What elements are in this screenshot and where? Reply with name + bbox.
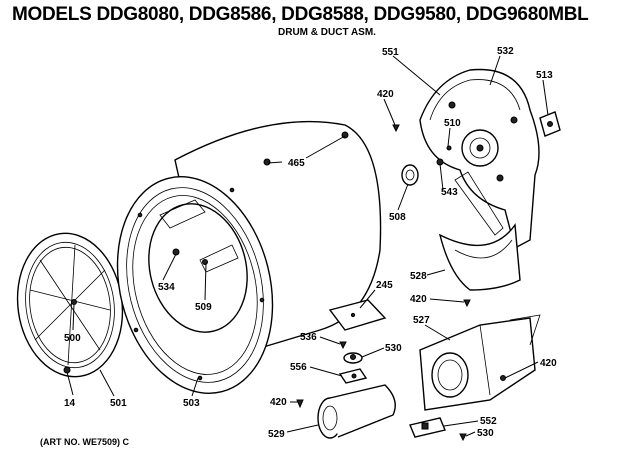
art-number: (ART NO. WE7509) C (40, 437, 130, 447)
label-509: 509 (195, 302, 212, 313)
label-528: 528 (410, 271, 427, 282)
label-245: 245 (376, 280, 393, 291)
label-503: 503 (183, 398, 200, 409)
label-465: 465 (288, 158, 305, 169)
part-552-flame-sensor (409, 417, 446, 438)
screw-420-low (296, 399, 304, 409)
label-530-top: 530 (385, 343, 402, 354)
part-513-clip (539, 111, 561, 137)
label-527: 527 (413, 315, 430, 326)
label-510: 510 (444, 118, 461, 129)
label-534: 534 (158, 282, 175, 293)
label-536: 536 (300, 332, 317, 343)
part-529-burner-tube (317, 384, 396, 439)
label-529: 529 (268, 429, 285, 440)
part-530-thermostat (343, 352, 363, 364)
diagram-title: MODELS DDG8080, DDG8586, DDG8588, DDG958… (12, 4, 589, 25)
drum-assembly (116, 120, 382, 394)
part-number-labels: 551 532 513 420 510 465 543 508 528 534 … (64, 46, 557, 440)
rear-bulkhead (419, 68, 540, 250)
screw-530-bottom (459, 433, 467, 442)
part-556-sensor (338, 368, 368, 384)
label-530-bottom: 530 (477, 428, 494, 439)
leader-lines (66, 55, 549, 437)
door-assembly (16, 232, 124, 378)
label-552: 552 (480, 416, 497, 427)
label-532: 532 (497, 46, 514, 57)
part-528-duct (438, 223, 521, 291)
label-551: 551 (382, 47, 399, 58)
label-508: 508 (389, 212, 406, 223)
label-420-top: 420 (377, 89, 394, 100)
part-245-bracket (328, 299, 387, 331)
label-543: 543 (441, 187, 458, 198)
label-500: 500 (64, 333, 81, 344)
label-556: 556 (290, 362, 307, 373)
screw-536 (339, 341, 347, 350)
label-420-right: 420 (540, 358, 557, 369)
part-508-roller (401, 164, 419, 186)
label-420-mid: 420 (410, 294, 427, 305)
label-513: 513 (536, 70, 553, 81)
label-14: 14 (64, 398, 76, 409)
label-420-low: 420 (270, 397, 287, 408)
screw-420-top (392, 124, 400, 133)
diagram-subtitle: DRUM & DUCT ASM. (278, 27, 376, 38)
screw-420-mid (463, 299, 471, 308)
label-501: 501 (110, 398, 127, 409)
part-527-heater-duct (419, 314, 541, 411)
